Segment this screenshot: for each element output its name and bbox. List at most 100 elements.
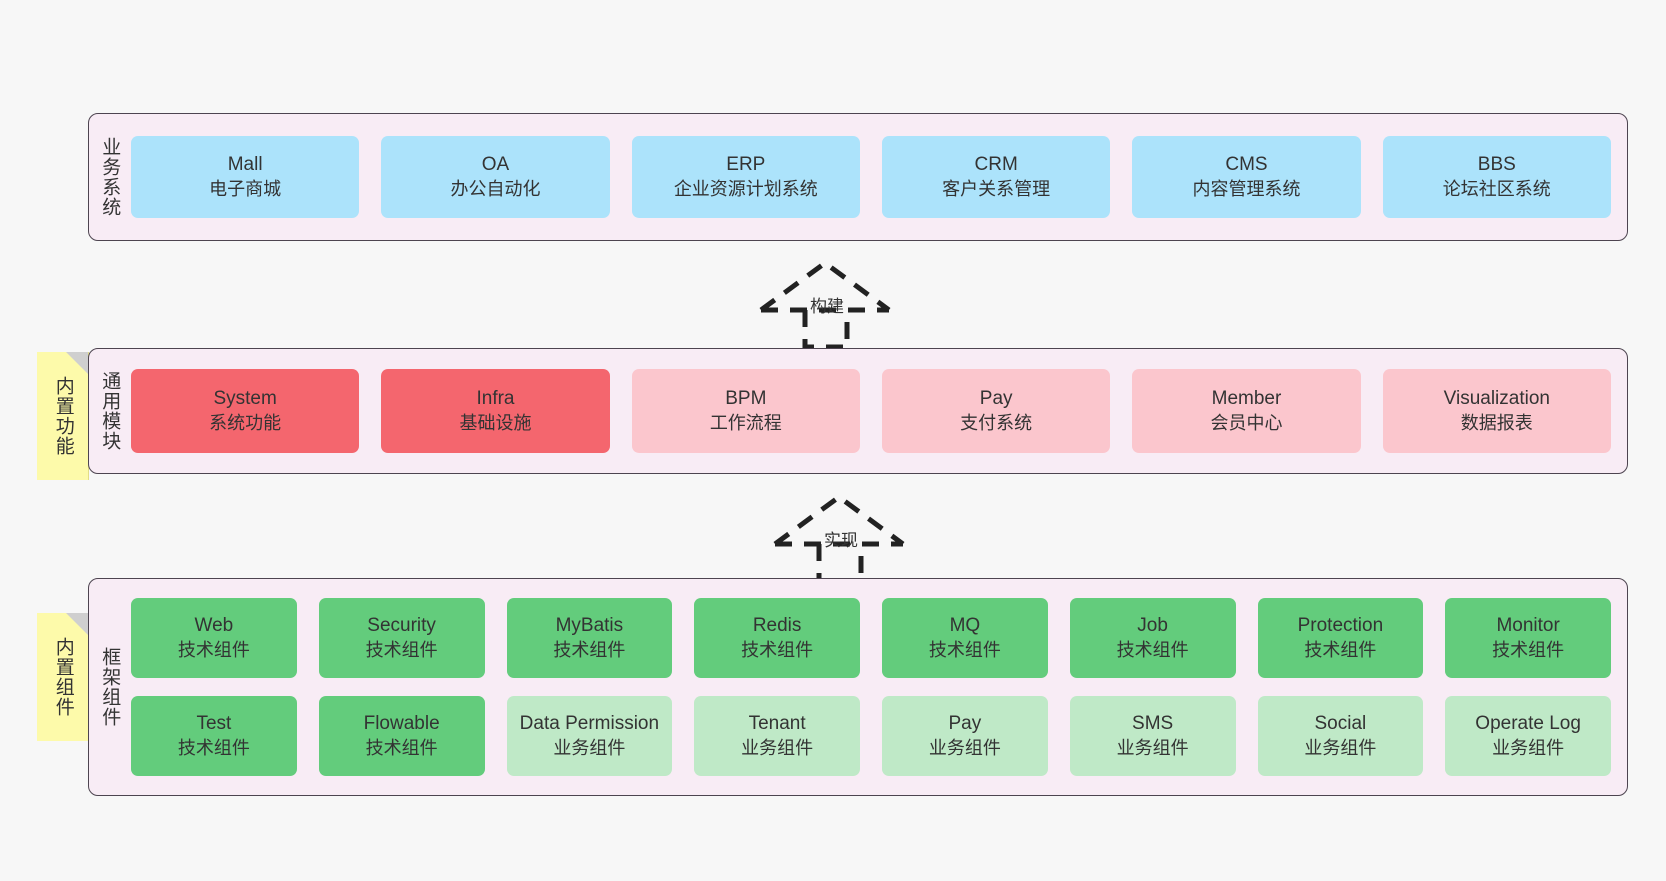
node-title: Data Permission [519,713,660,735]
node-subtitle: 技术组件 [928,639,1001,660]
layer-title-business-systems: 业务系统 [99,137,121,217]
node-title: OA [481,154,510,176]
node-title: CRM [974,154,1018,176]
node-title: Mall [227,154,263,176]
node-subtitle: 业务组件 [741,737,814,758]
node-subtitle: 数据报表 [1460,412,1533,433]
node-title: Monitor [1496,615,1560,637]
node-title: Tenant [748,713,806,735]
connector-build-label: 构建 [810,297,844,316]
node-title: Pay [979,388,1013,410]
node-system[interactable]: System 系统功能 [131,369,360,453]
layer-business-systems: 业务系统 Mall 电子商城 OA 办公自动化 ERP 企业资源计划系统 CRM… [88,113,1628,241]
note-fold-corner-icon [66,613,88,635]
node-title: CMS [1225,154,1268,176]
node-protection[interactable]: Protection 技术组件 [1257,598,1424,678]
node-sms[interactable]: SMS 业务组件 [1069,696,1236,776]
node-title: MyBatis [555,615,624,637]
node-title: Member [1211,388,1282,410]
node-oa[interactable]: OA 办公自动化 [381,136,610,218]
node-subtitle: 技术组件 [177,737,250,758]
node-title: SMS [1132,713,1174,735]
node-subtitle: 论坛社区系统 [1442,178,1551,199]
node-subtitle: 技术组件 [741,639,814,660]
node-web[interactable]: Web 技术组件 [131,598,297,678]
node-title: BBS [1477,154,1516,176]
layer-title-common-modules: 通用模块 [99,371,121,451]
node-job[interactable]: Job 技术组件 [1069,598,1236,678]
layer-framework-components: 框架组件 Web 技术组件 Security 技术组件 MyBatis 技术组件… [88,578,1628,796]
node-mall[interactable]: Mall 电子商城 [131,136,360,218]
node-pay-module[interactable]: Pay 支付系统 [881,369,1111,453]
node-subtitle: 技术组件 [365,737,438,758]
node-title: Job [1137,615,1168,637]
node-title: System [213,388,277,410]
node-mq[interactable]: MQ 技术组件 [882,598,1048,678]
connector-implement-label: 实现 [824,531,858,550]
node-subtitle: 技术组件 [1116,639,1189,660]
node-crm[interactable]: CRM 客户关系管理 [881,136,1111,218]
node-subtitle: 业务组件 [1304,737,1377,758]
node-test[interactable]: Test 技术组件 [131,696,297,776]
note-fold-corner-icon [66,352,88,374]
node-social[interactable]: Social 业务组件 [1257,696,1424,776]
layer-body-common-modules: System 系统功能 Infra 基础设施 BPM 工作流程 Pay 支付系统… [129,349,1627,473]
node-title: ERP [726,154,766,176]
node-title: Redis [752,615,802,637]
node-bpm[interactable]: BPM 工作流程 [631,369,860,453]
node-redis[interactable]: Redis 技术组件 [694,598,860,678]
node-subtitle: 业务组件 [1492,737,1565,758]
node-title: Infra [476,388,515,410]
node-subtitle: 办公自动化 [450,178,541,199]
node-title: Operate Log [1475,713,1581,735]
layer-common-modules: 通用模块 System 系统功能 Infra 基础设施 BPM 工作流程 Pay… [88,348,1628,474]
node-subtitle: 技术组件 [553,639,626,660]
node-subtitle: 企业资源计划系统 [673,178,818,199]
node-erp[interactable]: ERP 企业资源计划系统 [631,136,860,218]
node-operate-log[interactable]: Operate Log 业务组件 [1445,696,1611,776]
node-monitor[interactable]: Monitor 技术组件 [1445,598,1611,678]
note-builtin-components: 内置组件 [37,613,89,741]
note-builtin-features: 内置功能 [37,352,89,480]
node-cms[interactable]: CMS 内容管理系统 [1132,136,1361,218]
node-subtitle: 内容管理系统 [1192,178,1301,199]
node-tenant[interactable]: Tenant 业务组件 [694,696,860,776]
node-subtitle: 技术组件 [1304,639,1377,660]
node-title: Pay [948,713,982,735]
node-title: Visualization [1443,388,1550,410]
node-title: MQ [949,615,981,637]
layer-body-business-systems: Mall 电子商城 OA 办公自动化 ERP 企业资源计划系统 CRM 客户关系… [129,114,1627,240]
node-subtitle: 系统功能 [209,412,282,433]
node-title: Test [196,713,232,735]
node-mybatis[interactable]: MyBatis 技术组件 [506,598,673,678]
node-subtitle: 技术组件 [365,639,438,660]
node-subtitle: 会员中心 [1210,412,1283,433]
node-security[interactable]: Security 技术组件 [318,598,485,678]
node-visualization[interactable]: Visualization 数据报表 [1382,369,1611,453]
node-subtitle: 业务组件 [1116,737,1189,758]
node-pay-component[interactable]: Pay 业务组件 [882,696,1048,776]
node-title: Social [1314,713,1367,735]
node-row: Web 技术组件 Security 技术组件 MyBatis 技术组件 Redi… [131,598,1611,678]
node-subtitle: 工作流程 [709,412,782,433]
note-label: 内置组件 [52,637,74,717]
node-flowable[interactable]: Flowable 技术组件 [318,696,485,776]
node-title: Web [194,615,234,637]
node-title: Flowable [363,713,440,735]
node-subtitle: 业务组件 [553,737,626,758]
node-subtitle: 支付系统 [960,412,1033,433]
node-infra[interactable]: Infra 基础设施 [381,369,610,453]
node-subtitle: 技术组件 [1492,639,1565,660]
node-data-permission[interactable]: Data Permission 业务组件 [506,696,673,776]
node-subtitle: 业务组件 [928,737,1001,758]
node-bbs[interactable]: BBS 论坛社区系统 [1382,136,1611,218]
node-subtitle: 技术组件 [177,639,250,660]
node-member[interactable]: Member 会员中心 [1132,369,1361,453]
node-title: Protection [1297,615,1384,637]
node-title: BPM [725,388,767,410]
node-row: Test 技术组件 Flowable 技术组件 Data Permission … [131,696,1611,776]
node-subtitle: 客户关系管理 [942,178,1051,199]
note-label: 内置功能 [52,376,74,456]
node-subtitle: 基础设施 [459,412,532,433]
